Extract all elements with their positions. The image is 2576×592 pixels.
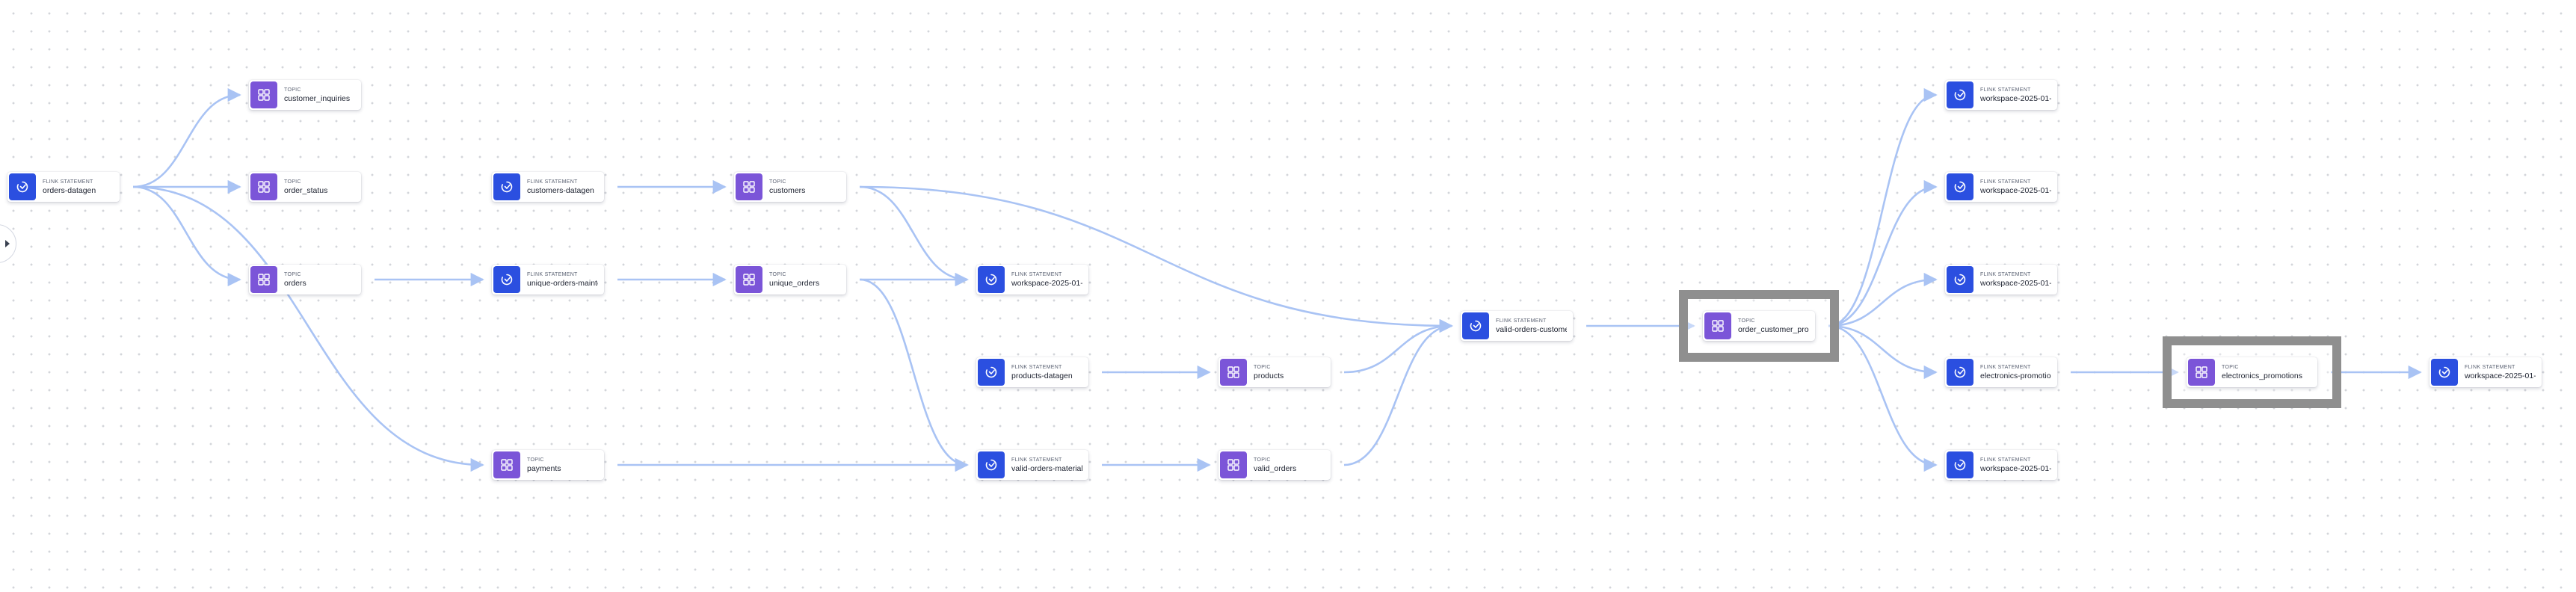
node-kind-label: TOPIC <box>527 457 544 463</box>
node-kind-label: FLINK STATEMENT <box>1980 457 2031 463</box>
node-kind-label: TOPIC <box>1738 318 1755 324</box>
node-kind-label: TOPIC <box>1254 364 1271 370</box>
flink-statement-node-valid-orders-customer[interactable]: FLINK STATEMENTvalid-orders-custome... <box>1461 311 1573 341</box>
node-kind-label: FLINK STATEMENT <box>1011 457 1062 463</box>
node-name-label: electronics_promotions <box>2222 371 2302 380</box>
node-name-label: customers-datagen <box>527 185 594 195</box>
topic-icon <box>736 173 762 200</box>
node-kind-label: FLINK STATEMENT <box>527 179 578 185</box>
flink-statement-icon <box>1462 312 1489 339</box>
node-kind-label: TOPIC <box>769 179 786 185</box>
topic-icon <box>1220 359 1247 386</box>
node-name-label: valid_orders <box>1254 463 1297 473</box>
node-name-label: order_customer_prod... <box>1738 324 1809 334</box>
node-name-label: unique-orders-mainte... <box>527 278 598 288</box>
node-name-label: order_status <box>284 185 328 195</box>
node-kind-label: TOPIC <box>284 271 301 277</box>
node-name-label: products-datagen <box>1011 371 1073 380</box>
selection-highlight-order_customer_prod <box>1679 290 1839 362</box>
node-name-label: valid-orders-custome... <box>1496 324 1567 334</box>
node-name-label: workspace-2025-01-... <box>1980 185 2051 195</box>
flink-statement-icon <box>978 451 1005 478</box>
node-name-label: customer_inquiries <box>284 93 351 103</box>
node-kind-label: FLINK STATEMENT <box>527 271 578 277</box>
topic-node-order_customer_prod[interactable]: TOPICorder_customer_prod... <box>1703 311 1815 341</box>
chevron-right-icon <box>5 240 10 247</box>
node-kind-label: FLINK STATEMENT <box>1980 87 2031 93</box>
node-kind-label: TOPIC <box>284 179 301 185</box>
node-name-label: orders-datagen <box>43 185 96 195</box>
node-kind-label: TOPIC <box>1254 457 1271 463</box>
node-name-label: orders <box>284 278 306 288</box>
node-name-label: customers <box>769 185 806 195</box>
flink-statement-node-valid-orders-mat[interactable]: FLINK STATEMENTvalid-orders-materiali... <box>976 450 1088 480</box>
flink-statement-icon <box>978 266 1005 293</box>
flink-statement-icon <box>493 266 520 293</box>
node-name-label: payments <box>527 463 561 473</box>
flink-statement-icon <box>1947 451 1973 478</box>
node-name-label: valid-orders-materiali... <box>1011 463 1082 473</box>
node-kind-label: TOPIC <box>2222 364 2239 370</box>
node-name-label: workspace-2025-01-... <box>1980 278 2051 288</box>
flink-statement-icon <box>9 173 36 200</box>
node-kind-label: FLINK STATEMENT <box>1980 179 2031 185</box>
topic-icon <box>736 266 762 293</box>
topic-icon <box>250 81 277 108</box>
topic-icon <box>1704 312 1731 339</box>
topic-icon <box>1220 451 1247 478</box>
node-kind-label: TOPIC <box>769 271 786 277</box>
node-kind-label: FLINK STATEMENT <box>1496 318 1547 324</box>
topic-icon <box>2188 359 2215 386</box>
node-name-label: unique_orders <box>769 278 820 288</box>
flink-statement-icon <box>1947 266 1973 293</box>
node-kind-label: FLINK STATEMENT <box>1980 364 2031 370</box>
node-name-label: workspace-2025-01-... <box>2465 371 2536 380</box>
node-name-label: workspace-2025-01-... <box>1980 93 2051 103</box>
node-name-label: products <box>1254 371 1284 380</box>
node-name-label: electronics-promotio... <box>1980 371 2051 380</box>
node-kind-label: FLINK STATEMENT <box>2465 364 2515 370</box>
topic-icon <box>250 173 277 200</box>
flink-statement-icon <box>1947 359 1973 386</box>
node-kind-label: FLINK STATEMENT <box>1011 364 1062 370</box>
node-name-label: workspace-2025-01-... <box>1980 463 2051 473</box>
node-kind-label: FLINK STATEMENT <box>43 179 93 185</box>
node-kind-label: FLINK STATEMENT <box>1980 271 2031 277</box>
flink-statement-icon <box>1947 173 1973 200</box>
node-name-label: workspace-2025-01-... <box>1011 278 1082 288</box>
flink-statement-node-unique-orders[interactable]: FLINK STATEMENTunique-orders-mainte... <box>492 265 604 295</box>
topic-icon <box>493 451 520 478</box>
node-kind-label: FLINK STATEMENT <box>1011 271 1062 277</box>
node-kind-label: TOPIC <box>284 87 301 93</box>
topic-icon <box>250 266 277 293</box>
flink-statement-icon <box>2431 359 2458 386</box>
flink-statement-icon <box>1947 81 1973 108</box>
flink-statement-icon <box>493 173 520 200</box>
flink-statement-icon <box>978 359 1005 386</box>
